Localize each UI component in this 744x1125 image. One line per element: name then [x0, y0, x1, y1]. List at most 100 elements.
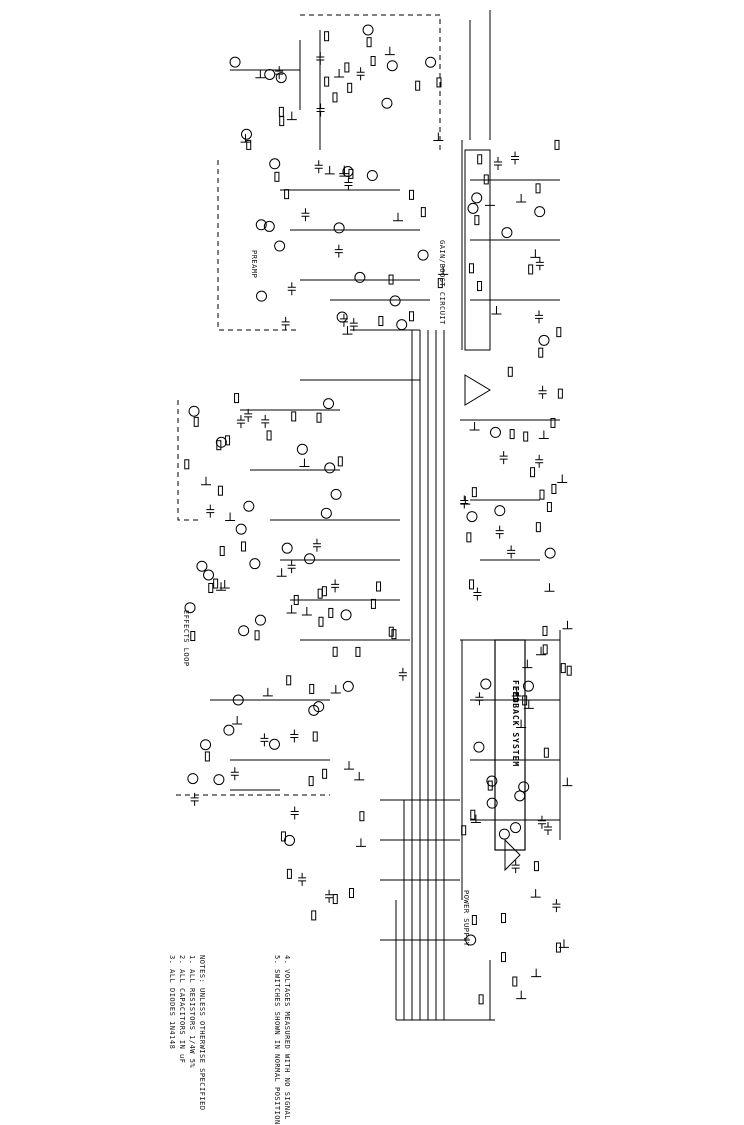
resistor-symbol [566, 665, 572, 676]
transistor-symbol [342, 680, 354, 692]
wire [240, 409, 400, 521]
resistor-symbol [500, 952, 506, 963]
feedback-system-label: FEEDBACK SYSTEM [511, 680, 520, 768]
wire [300, 299, 430, 381]
transistor-symbol [480, 678, 492, 690]
resistor-symbol [208, 582, 214, 593]
transistor-symbol [313, 701, 325, 713]
transistor-symbol [522, 680, 534, 692]
wire-stub [286, 111, 297, 121]
section-label: EFFECTS LOOP [182, 610, 190, 667]
wire-stub [530, 249, 541, 258]
capacitor-symbol [331, 579, 340, 593]
resistor-symbol [388, 274, 394, 285]
transistor-symbol [213, 774, 225, 786]
transistor-symbol [269, 158, 281, 170]
resistor-symbol [501, 913, 507, 924]
transistor-symbol [324, 462, 336, 474]
transistor-symbol [256, 290, 268, 302]
capacitor-symbol [316, 103, 325, 117]
wire [460, 419, 560, 561]
resistor-symbol [332, 92, 338, 103]
transistor-symbol [264, 69, 276, 81]
resistor-symbol [370, 598, 376, 609]
resistor-symbol [551, 483, 557, 494]
resistor-symbol [246, 139, 252, 150]
transistor-symbol [544, 547, 556, 559]
capacitor-symbol [275, 66, 284, 80]
resistor-symbol [332, 646, 338, 657]
resistor-symbol [366, 37, 372, 48]
transistor-symbol [342, 166, 354, 178]
resistor-symbol [217, 485, 223, 496]
opamp-symbol [504, 838, 521, 872]
capacitor-symbol [460, 495, 469, 509]
wire-stub [392, 212, 403, 222]
capacitor-symbol [316, 51, 325, 65]
wire-stub [354, 771, 365, 781]
transistor-symbol [466, 511, 478, 523]
note-line: NOTES: UNLESS OTHERWISE SPECIFIED [198, 955, 206, 1111]
transistor-symbol [538, 334, 550, 346]
transistor-symbol [304, 553, 316, 565]
wire-stub [232, 716, 243, 725]
resistor-symbol [471, 487, 477, 498]
wire [280, 559, 410, 641]
resistor-symbol [318, 616, 324, 627]
transistor-symbol [471, 192, 483, 204]
section-label: PREAMP [250, 250, 258, 279]
transistor-symbol [196, 560, 208, 572]
resistor-symbol [528, 264, 534, 275]
transistor-symbol [323, 398, 335, 410]
wire-stub [522, 659, 533, 669]
resistor-symbol [193, 416, 199, 427]
wire-stub [538, 430, 549, 439]
resistor-symbol [408, 189, 414, 200]
capacitor-symbol [339, 313, 348, 327]
transistor-symbol [386, 60, 398, 72]
resistor-symbol [347, 82, 353, 93]
resistor-symbol [266, 430, 272, 441]
wire-stub [544, 583, 555, 592]
resistor-symbol [213, 578, 219, 589]
capacitor-symbol [398, 667, 407, 681]
resistor-symbol [461, 825, 467, 836]
wire-stub [531, 968, 542, 978]
resistor-symbol [474, 215, 480, 226]
resistor-symbol [291, 411, 297, 422]
wire [470, 179, 560, 301]
capacitor-symbol [493, 157, 502, 171]
wire-stub [562, 777, 573, 787]
transistor-symbol [200, 739, 212, 751]
transistor-symbol [223, 724, 235, 736]
resistor-symbol [316, 412, 322, 423]
resistor-symbol [359, 811, 365, 822]
wire-stub [216, 582, 227, 591]
wire-stub [342, 326, 353, 335]
resistor-symbol [542, 625, 548, 636]
feedback-system-block [494, 639, 526, 851]
transistor-symbol [243, 500, 255, 512]
capacitor-symbol [298, 872, 307, 886]
wire-stub [516, 990, 527, 1000]
resistor-symbol [507, 366, 513, 377]
resistor-symbol [556, 327, 562, 338]
wire [460, 639, 560, 821]
capacitor-symbol [230, 767, 239, 781]
capacitor-symbol [281, 316, 290, 330]
resistor-symbol [530, 467, 536, 478]
transistor-symbol [284, 834, 296, 846]
transistor-symbol [473, 741, 485, 753]
resistor-symbol [308, 776, 314, 787]
transistor-symbol [333, 222, 345, 234]
resistor-symbol [543, 747, 549, 758]
resistor-symbol [512, 976, 518, 987]
capacitor-symbol [206, 504, 215, 518]
resistor-symbol [278, 106, 284, 117]
schematic-sheet [176, 10, 573, 1021]
transistor-symbol [340, 609, 352, 621]
resistor-symbol [483, 174, 489, 185]
wire-stub [355, 838, 366, 847]
capacitor-symbol [301, 208, 310, 222]
ic-block [464, 149, 491, 351]
